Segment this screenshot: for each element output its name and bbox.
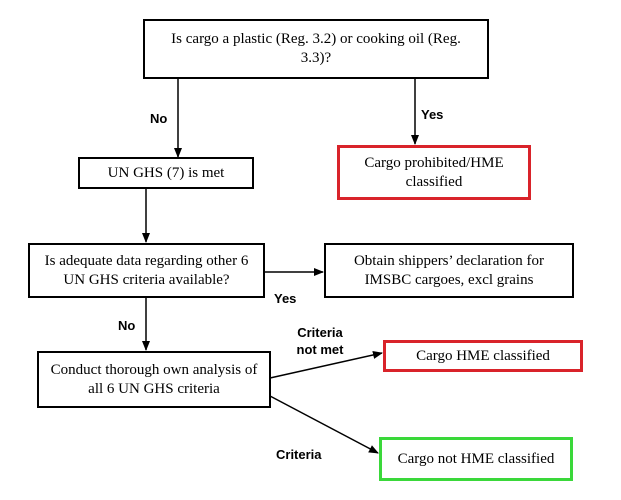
- node-cargo-not-hme-classified: Cargo not HME classified: [379, 437, 573, 481]
- arrow-analysis-to-not-hme: [269, 395, 379, 454]
- node-obtain-declaration: Obtain shippers’ declaration for IMSBC c…: [324, 243, 574, 298]
- edge-label-criteria-not-met-line1: Criteria: [297, 325, 343, 340]
- node-cargo-not-hme-classified-text: Cargo not HME classified: [397, 450, 555, 467]
- edge-label-yes: Yes: [274, 291, 297, 306]
- edge-label-yes: Yes: [421, 107, 444, 122]
- edge-label-criteria-not-met: Criteria not met: [291, 324, 349, 358]
- node-own-analysis: Conduct thorough own analysis of all 6 U…: [37, 351, 271, 408]
- edge-label-criteria: Criteria: [276, 447, 322, 462]
- node-cargo-plastic-question-text: Is cargo a plastic (Reg. 3.2) or cooking…: [171, 31, 461, 66]
- node-un-ghs-met: UN GHS (7) is met: [78, 157, 254, 189]
- node-obtain-declaration-text: Obtain shippers’ declaration for IMSBC c…: [353, 252, 545, 288]
- node-cargo-hme-classified: Cargo HME classified: [383, 340, 583, 372]
- edge-label-criteria-not-met-line2: not met: [296, 342, 344, 357]
- node-un-ghs-met-text: UN GHS (7) is met: [107, 164, 225, 181]
- node-cargo-prohibited-text: Cargo prohibited/HME classified: [364, 154, 504, 190]
- node-own-analysis-text: Conduct thorough own analysis of all 6 U…: [50, 361, 258, 397]
- node-cargo-prohibited: Cargo prohibited/HME classified: [337, 145, 531, 200]
- node-adequate-data-question-text: Is adequate data regarding other 6 UN GH…: [44, 252, 249, 288]
- edge-label-no: No: [118, 318, 136, 333]
- node-cargo-plastic-question: Is cargo a plastic (Reg. 3.2) or cooking…: [143, 19, 489, 79]
- arrow-analysis-to-hme: [269, 351, 383, 379]
- node-cargo-hme-classified-text: Cargo HME classified: [416, 347, 550, 364]
- edge-label-no: No: [150, 111, 168, 126]
- node-adequate-data-question: Is adequate data regarding other 6 UN GH…: [28, 243, 265, 298]
